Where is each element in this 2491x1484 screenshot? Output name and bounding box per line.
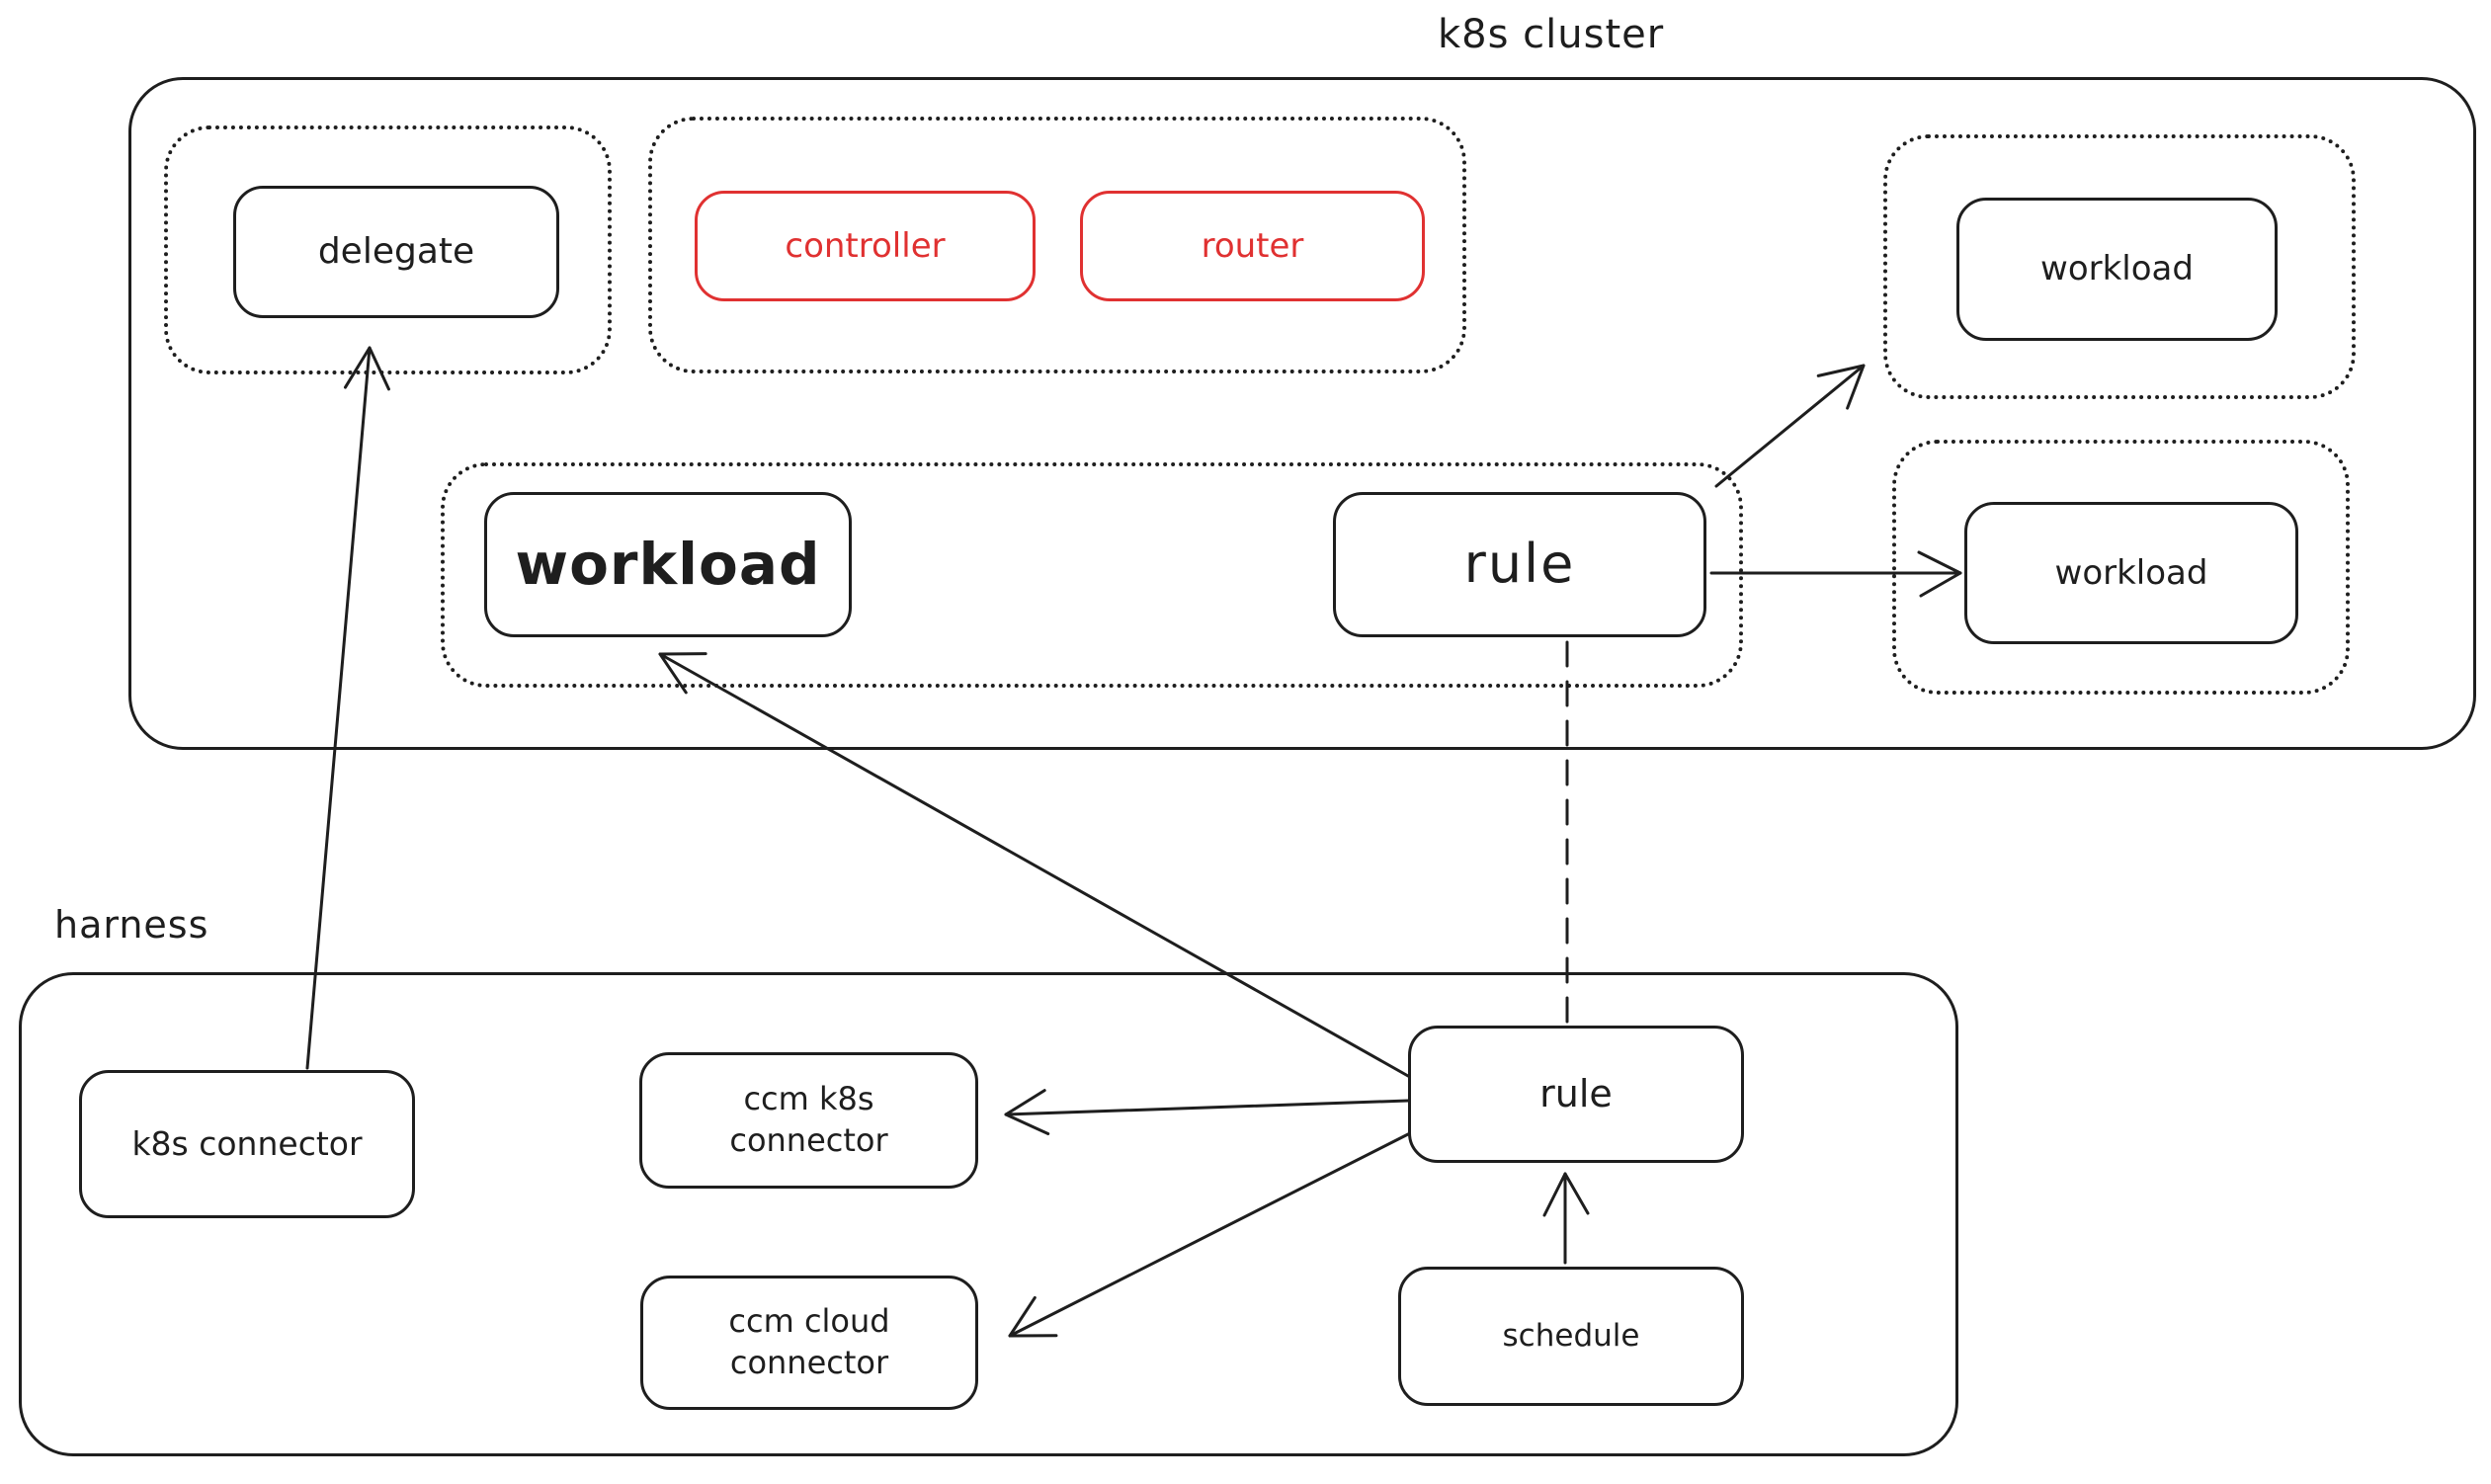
router-node: router xyxy=(1080,191,1425,301)
schedule-node: schedule xyxy=(1398,1267,1744,1406)
k8s-cluster-label: k8s cluster xyxy=(1438,12,1665,57)
delegate-node: delegate xyxy=(233,186,559,318)
harness-label: harness xyxy=(54,903,209,947)
ccm-k8s-connector-node: ccm k8s connector xyxy=(639,1052,978,1189)
workload-top-right-group xyxy=(1883,134,2356,399)
workload-right-node: workload xyxy=(1964,502,2298,644)
workload-right-group xyxy=(1892,440,2350,695)
ccm-cloud-connector-node: ccm cloud connector xyxy=(640,1276,978,1410)
controller-node: controller xyxy=(695,191,1036,301)
workload-main-node: workload xyxy=(484,492,852,637)
cluster-rule-node: rule xyxy=(1333,492,1706,637)
k8s-connector-node: k8s connector xyxy=(79,1070,415,1218)
controller-router-group xyxy=(648,117,1466,373)
workload-top-right-node: workload xyxy=(1956,198,2278,341)
harness-rule-node: rule xyxy=(1408,1026,1744,1163)
